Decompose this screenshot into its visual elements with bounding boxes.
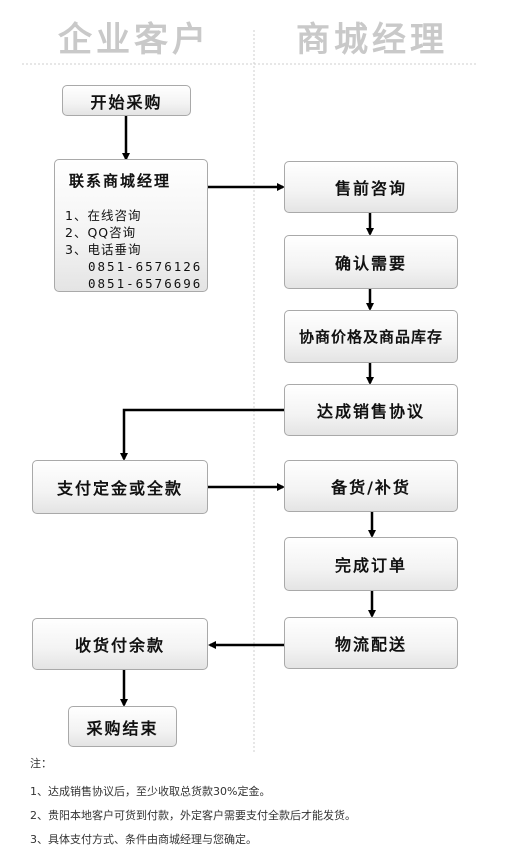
contact-title: 联系商城经理 (69, 172, 172, 190)
contact-item: 2、QQ咨询 (65, 225, 137, 240)
step-contact-manager: 联系商城经理 1、在线咨询 2、QQ咨询 3、电话垂询 0851-6576126… (54, 159, 208, 292)
step-confirm-needs: 确认需要 (284, 235, 458, 289)
header-enterprise-customer: 企业客户 (58, 20, 210, 60)
note-item: 3、具体支付方式、条件由商城经理与您确定。 (30, 833, 257, 846)
step-pay-balance: 收货付余款 (32, 618, 208, 670)
step-complete-order: 完成订单 (284, 537, 458, 591)
note-item: 1、达成销售协议后，至少收取总货款30%定金。 (30, 785, 271, 798)
step-purchase-end: 采购结束 (68, 706, 177, 747)
step-logistics-delivery: 物流配送 (284, 617, 458, 669)
step-sales-agreement: 达成销售协议 (284, 384, 458, 436)
arrow-agreement-to-pay-deposit (120, 408, 284, 461)
step-pay-deposit: 支付定金或全款 (32, 460, 208, 514)
header-mall-manager: 商城经理 (296, 20, 448, 60)
phone-number: 0851-6576126 (88, 259, 203, 274)
step-start-purchase: 开始采购 (62, 85, 191, 116)
contact-item: 3、电话垂询 (65, 242, 142, 257)
contact-item: 1、在线咨询 (65, 208, 142, 223)
phone-number: 0851-6576696 (88, 276, 203, 291)
note-item: 2、贵阳本地客户可货到付款，外定客户需要支付全款后才能发货。 (30, 809, 356, 822)
step-negotiate-price: 协商价格及商品库存 (284, 310, 458, 363)
step-stock-goods: 备货/补货 (284, 460, 458, 512)
step-presale-consult: 售前咨询 (284, 161, 458, 213)
notes-label: 注： (30, 757, 52, 770)
